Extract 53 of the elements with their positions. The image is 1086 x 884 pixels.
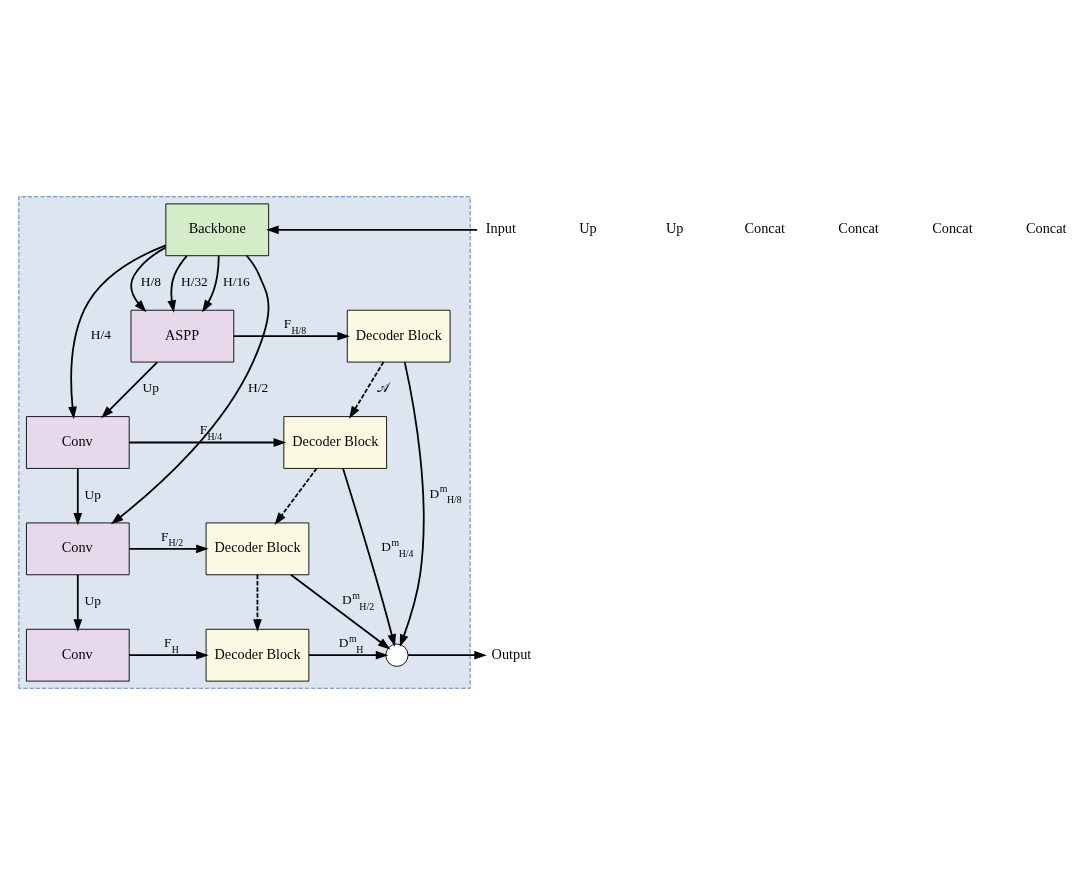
arrow [399, 360, 425, 647]
node-box: Conv [26, 415, 130, 469]
node-box: ASPP [130, 309, 235, 362]
label: Concat [744, 219, 785, 236]
node-text: Input [485, 219, 516, 236]
arrow [101, 360, 159, 418]
arrow [167, 254, 188, 313]
arrow [128, 650, 209, 660]
arrow [349, 360, 385, 419]
arrow [266, 224, 479, 234]
label: Concat [1026, 219, 1067, 236]
node-box: Backbone [165, 202, 270, 256]
node-box: Decoder Block [346, 309, 451, 362]
edge-label: H/16 [223, 273, 250, 289]
label: Up [665, 219, 684, 236]
node-box: Decoder Block [205, 628, 310, 682]
arrow [308, 650, 389, 660]
edge-label: Up [84, 592, 101, 608]
arrow [253, 573, 262, 632]
edge-label: Up [84, 486, 101, 502]
edge-label: F$_{H}$ [164, 634, 179, 655]
arrow [289, 573, 391, 649]
arrow [73, 467, 83, 525]
edge-label: 𝒜 [376, 379, 389, 395]
arrow [233, 331, 350, 341]
arrow [128, 437, 287, 447]
edge-label: F$_{H/2}$ [160, 528, 184, 548]
label: Up [579, 219, 597, 236]
node-circle [385, 643, 409, 667]
node-box: Conv [26, 522, 130, 575]
edge-label: H/8 [140, 273, 161, 289]
arrow [202, 254, 220, 312]
arrow [130, 246, 167, 312]
node-box: Decoder Block [283, 415, 388, 469]
arrow [73, 573, 83, 632]
arrow [407, 650, 487, 660]
arrow [342, 467, 396, 647]
arrow [274, 467, 318, 525]
node-text: Output [491, 645, 532, 662]
cluster [18, 195, 471, 689]
label: Concat [838, 219, 879, 236]
edge-label: F$_{H/8}$ [283, 315, 307, 336]
arrow [128, 543, 209, 553]
edge-label: F$_{H/4}$ [199, 421, 223, 442]
edge-label: H/32 [181, 273, 208, 289]
node-box: Decoder Block [205, 522, 310, 575]
edge-label: H/2 [248, 379, 269, 395]
label: Concat [932, 219, 973, 236]
edge-label: Up [142, 379, 159, 395]
node-box: Conv [26, 628, 130, 682]
arrow [110, 254, 270, 524]
arrow [68, 243, 167, 419]
edge-label: H/4 [90, 326, 111, 342]
